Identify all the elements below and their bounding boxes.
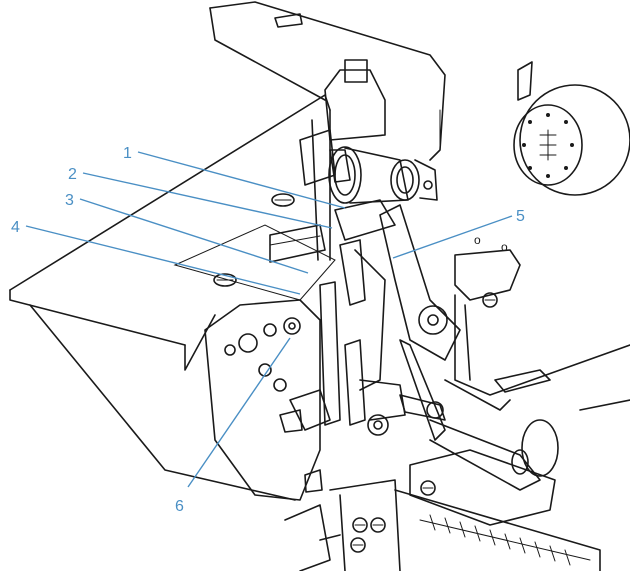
callout-leaders: [25, 151, 513, 488]
right-frame: [439, 61, 630, 411]
callout-5: 5: [516, 208, 525, 225]
leader-3: [79, 198, 309, 274]
machine-body: [9, 1, 446, 501]
callout-labels: 1 2 3 4 5 6: [11, 145, 525, 515]
leader-1: [137, 151, 346, 209]
dial-face: [522, 113, 574, 178]
marker-o-2: o: [501, 240, 508, 254]
leader-4: [25, 225, 301, 295]
lower-assembly: [284, 449, 601, 571]
callout-6: 6: [175, 498, 184, 515]
callout-2: 2: [68, 166, 77, 183]
needle-mechanism: [269, 59, 438, 426]
callout-1: 1: [123, 145, 132, 162]
callout-3: 3: [65, 192, 74, 209]
marker-o-1: o: [474, 233, 481, 247]
leader-2: [82, 172, 333, 229]
callout-4: 4: [11, 219, 20, 236]
leader-6: [187, 337, 291, 488]
leader-5: [392, 215, 513, 259]
looper-linkage: [344, 204, 559, 491]
